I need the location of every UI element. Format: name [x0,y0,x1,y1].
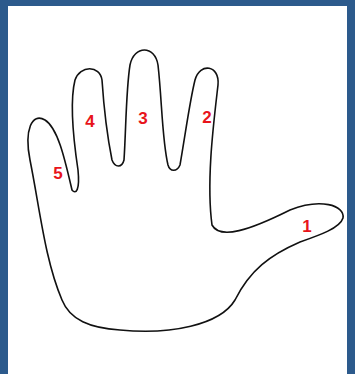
callout-number: 1 [302,218,311,235]
callout-number: 3 [138,110,147,127]
callout-number: 2 [202,109,211,126]
callout-number: 5 [53,165,62,182]
hand-shape [28,50,343,331]
callout-number: 4 [85,113,94,130]
